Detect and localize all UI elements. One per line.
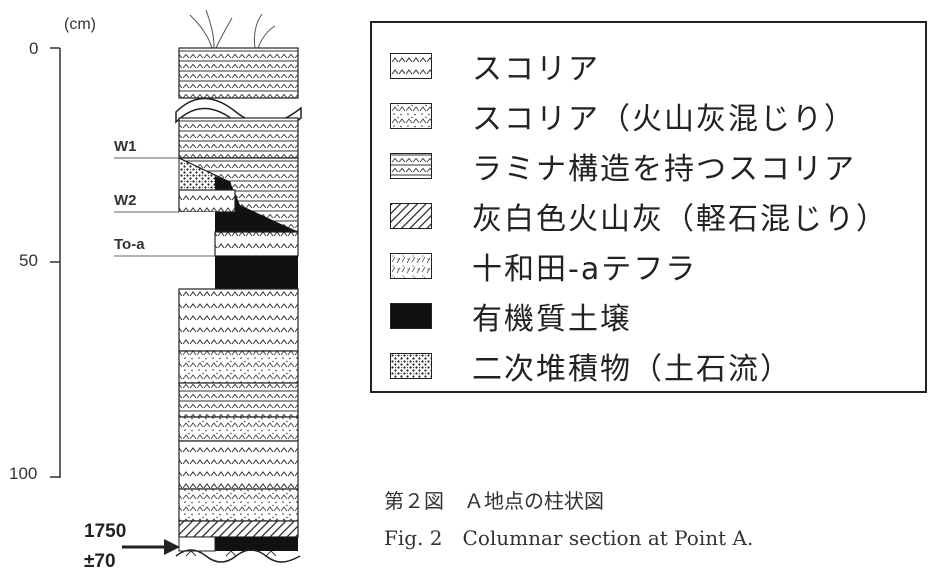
legend-item: 灰白色火山灰（軽石混じり） [390,191,888,241]
legend: スコリア スコリア（火山灰混じり） ラミナ構造を持つスコリア 灰白色火山灰（軽石… [370,21,927,393]
legend-label: スコリア（火山灰混じり） [472,102,856,137]
layer-gray-ash [178,520,299,538]
columnar-section [50,9,302,563]
legend-swatch-towada [390,253,432,279]
legend-label: 十和田-aテフラ [472,252,698,287]
blank-column-gap [179,212,215,290]
layer-scoria-ash-2 [178,416,299,442]
legend-label: 二次堆積物（土石流） [472,352,792,387]
age-error: ±70 [84,551,116,572]
layer-scoria-lower-1 [178,288,299,352]
legend-swatch-scoria [390,53,432,79]
legend-item: ラミナ構造を持つスコリア [390,141,856,191]
layer-organic-wedge [215,176,298,232]
legend-swatch-lamina [390,153,432,179]
legend-swatch-organic [390,303,432,329]
legend-swatch-hatch [390,203,432,229]
vegetation-icon [189,9,276,49]
layer-scoria-lower-2 [178,440,299,490]
depth-tick-100: 100 [9,464,38,483]
layer-lamina-2 [178,117,299,159]
layer-lamina-top [178,47,299,99]
depth-unit-label: (cm) [64,16,96,33]
age-value: 1750 [84,521,127,542]
figure-caption-ja: 第２図 Ａ地点の柱状図 [384,489,604,513]
layer-scoria-ash-3 [178,488,299,522]
layer-organic-soil [215,256,298,289]
layer-w2-scoria [178,189,236,213]
marker-toa: To-a [114,236,145,253]
legend-item: スコリア（火山灰混じり） [390,91,856,141]
legend-swatch-scoria-ash [390,103,432,129]
age-arrow-icon [122,539,180,555]
marker-w2: W2 [114,192,137,209]
marker-w1: W1 [114,138,137,155]
legend-label: 有機質土壌 [472,302,632,337]
depth-tick-50: 50 [19,251,38,270]
figure-caption-en: Fig. 2 Columnar section at Point A. [384,526,754,550]
layer-scoria-upper [214,231,299,257]
bottom-wavy-contact [175,549,301,563]
legend-label: スコリア [472,52,600,87]
layer-scoria-ash-1 [178,350,299,384]
legend-label: ラミナ構造を持つスコリア [472,152,856,187]
legend-swatch-dots [390,353,432,379]
legend-item: 二次堆積物（土石流） [390,341,792,391]
legend-item: 十和田-aテフラ [390,241,697,291]
legend-item: スコリア [390,41,600,91]
legend-label: 灰白色火山灰（軽石混じり） [472,202,888,237]
layer-organic-bottom [215,537,298,551]
layer-lamina-lower [178,382,299,418]
layer-bottom-blank [178,536,216,552]
depth-axis [50,47,61,478]
depth-tick-0: 0 [29,39,39,58]
legend-item: 有機質土壌 [390,291,632,341]
